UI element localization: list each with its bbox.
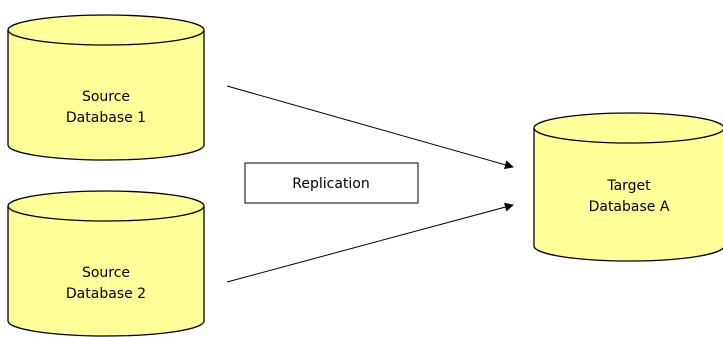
database-label-line2: Database A — [589, 199, 670, 215]
label-box-border — [244, 162, 419, 204]
cylinder-top — [7, 14, 205, 46]
cylinder-top — [533, 112, 723, 144]
replication-arrow-from-source-2 — [226, 202, 514, 283]
cylinder-body — [533, 128, 723, 262]
database-label-line1: Target — [606, 178, 651, 194]
cylinder-top — [7, 190, 205, 222]
replication-arrow-from-source-1 — [226, 85, 514, 170]
database-label-line2: Database 2 — [66, 286, 146, 302]
database-label-line1: Source — [82, 265, 130, 281]
source-database-2[interactable]: Source Database 2 — [7, 190, 205, 337]
replication-label-box: Replication — [244, 162, 419, 204]
database-label-line2: Database 1 — [66, 110, 146, 126]
target-database-a[interactable]: Target Database A — [533, 112, 723, 262]
cylinder-body — [7, 206, 205, 337]
source-database-1[interactable]: Source Database 1 — [7, 14, 205, 161]
database-label-line1: Source — [82, 89, 130, 105]
replication-label: Replication — [292, 176, 369, 192]
cylinder-body — [7, 30, 205, 161]
